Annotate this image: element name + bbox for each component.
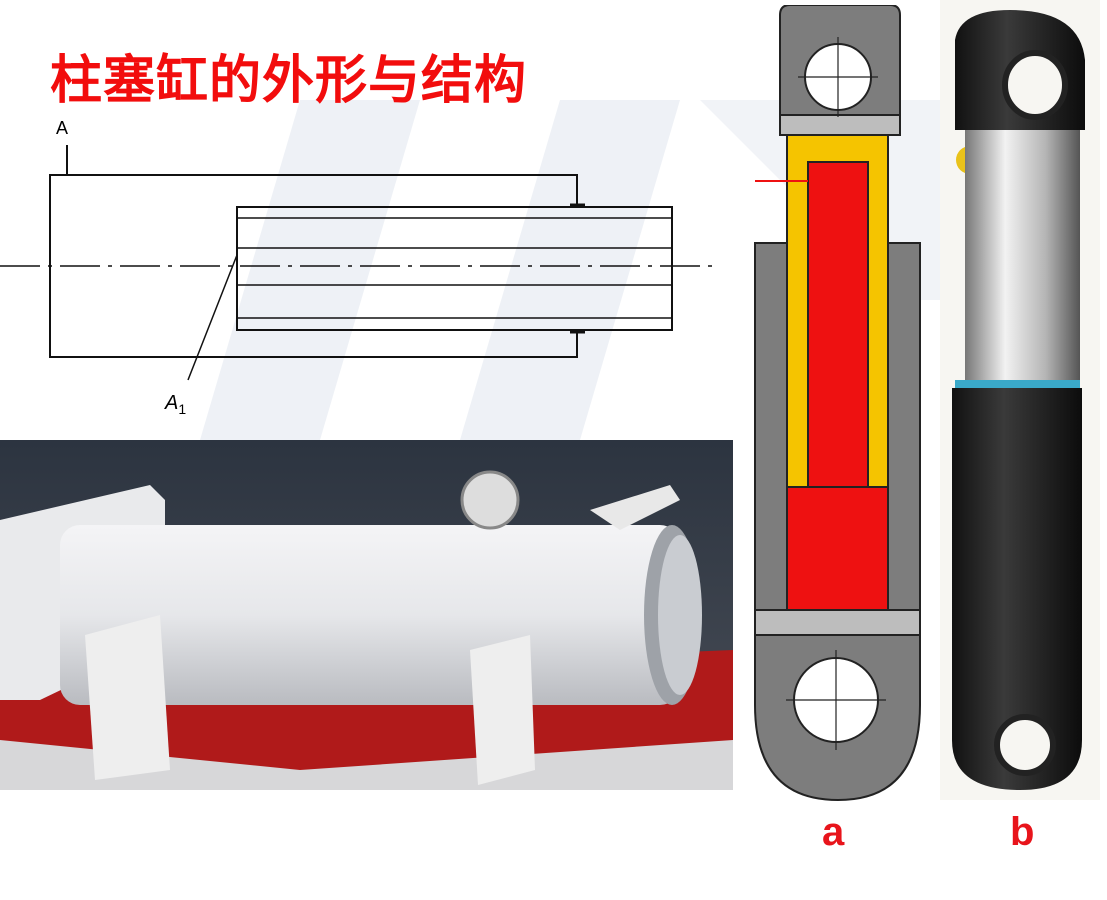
caption-a: a	[822, 810, 845, 854]
label-a1-sub: 1	[178, 401, 187, 417]
caption-b: b	[1010, 810, 1035, 854]
label-a1: A1	[165, 392, 186, 417]
plunger-outline	[236, 206, 673, 331]
plunger-cylinder-photo	[0, 440, 733, 790]
pressure-gauge	[460, 470, 520, 530]
slide-title: 柱塞缸的外形与结构	[50, 51, 528, 111]
label-a1-main: A	[165, 392, 179, 414]
plunger-cylinder-section-diagram	[754, 5, 921, 802]
a1-leader-line	[187, 254, 238, 381]
plunger-cylinder-drawing	[0, 145, 718, 381]
label-a: A	[56, 118, 69, 138]
plunger-cylinder-product-photo	[940, 0, 1100, 800]
